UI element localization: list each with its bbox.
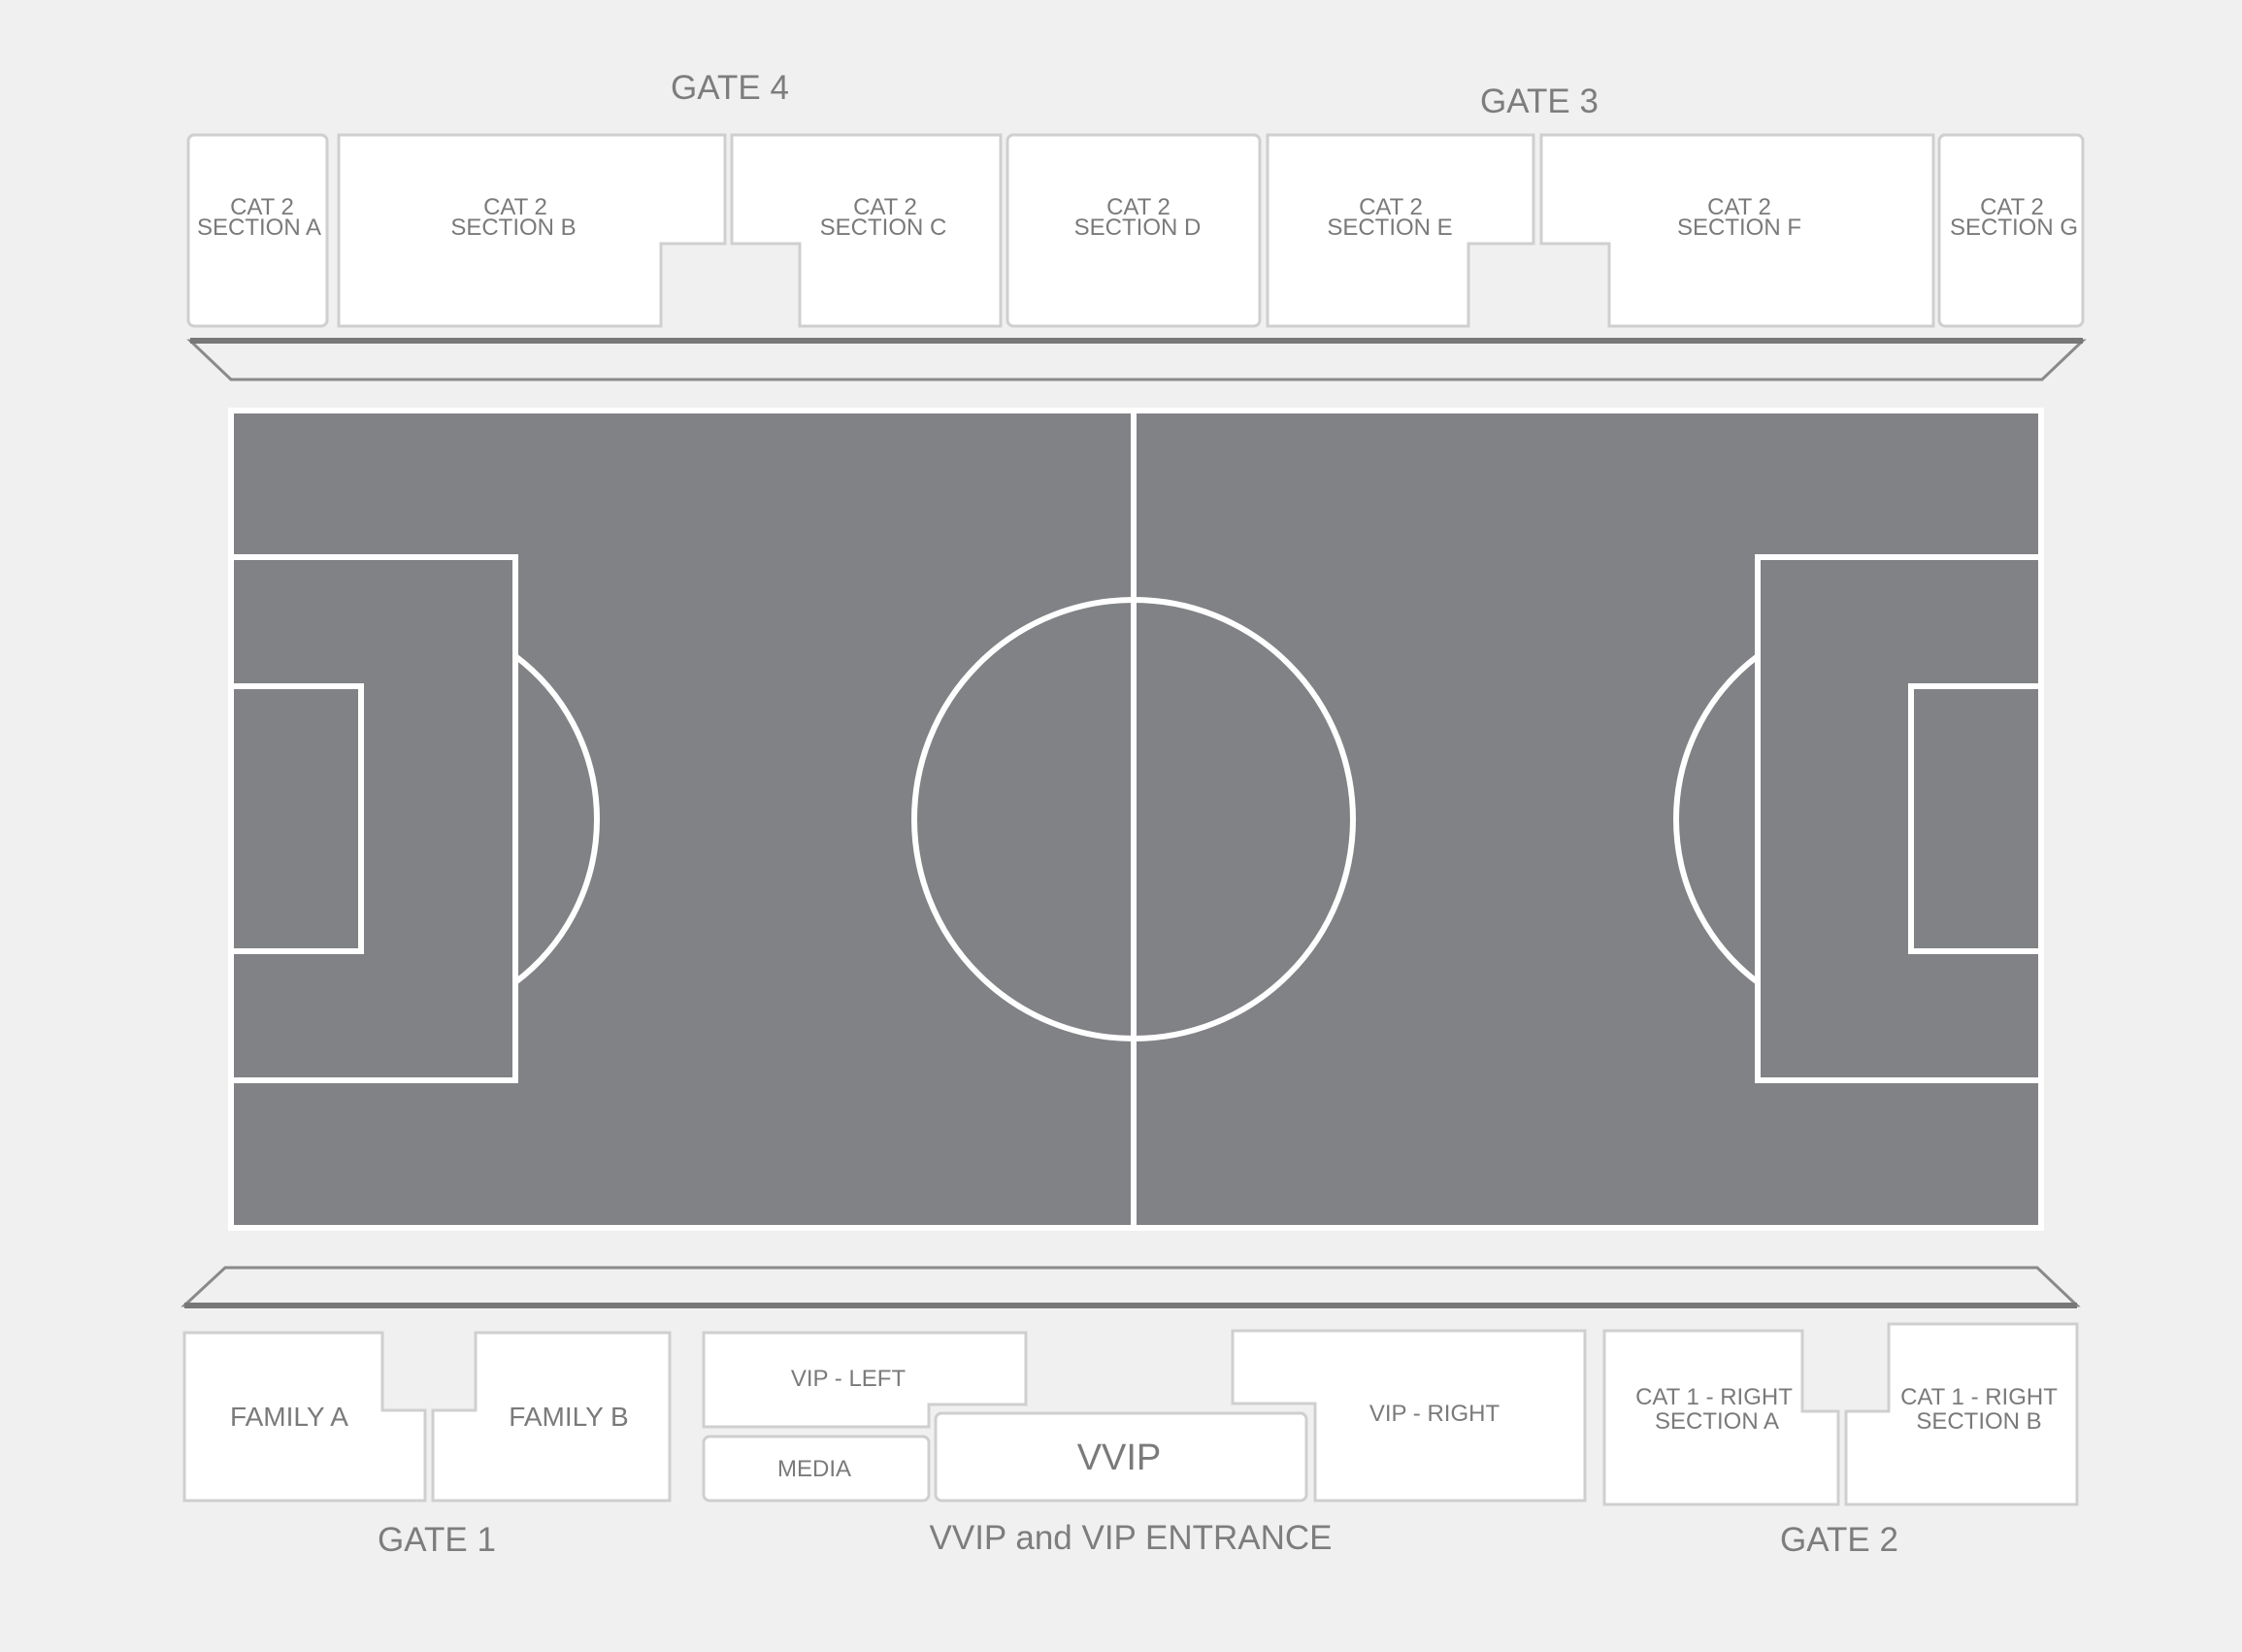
- section-cat2-g-line1: CAT 2: [1980, 194, 2044, 220]
- left-penalty-arc: [513, 653, 600, 985]
- section-family-a-label: FAMILY A: [230, 1402, 348, 1432]
- section-cat1-right-a[interactable]: CAT 1 - RIGHT SECTION A: [1602, 1329, 1840, 1506]
- section-cat2-a-line2: SECTION A: [197, 215, 321, 241]
- section-vip-right-label: VIP - RIGHT: [1369, 1401, 1500, 1427]
- gate-1-label: GATE 1: [378, 1521, 496, 1559]
- section-family-b[interactable]: FAMILY B: [431, 1331, 672, 1503]
- section-cat2-b[interactable]: CAT 2 SECTION B: [337, 133, 727, 328]
- section-family-b-label: FAMILY B: [509, 1402, 628, 1432]
- section-vip-right[interactable]: VIP - RIGHT: [1231, 1329, 1587, 1503]
- section-cat1-right-b-line2: SECTION B: [1916, 1408, 2041, 1435]
- section-cat1-right-b-line1: CAT 1 - RIGHT: [1900, 1384, 2058, 1410]
- section-vip-left[interactable]: VIP - LEFT: [702, 1331, 1028, 1429]
- section-cat2-c-line1: CAT 2: [853, 194, 917, 220]
- right-goal-area: [1908, 683, 2044, 954]
- section-cat2-f-line1: CAT 2: [1707, 194, 1771, 220]
- section-cat2-g[interactable]: CAT 2 SECTION G: [1937, 133, 2085, 328]
- bottom-stand-edge: [181, 1266, 2081, 1308]
- section-cat2-d-line2: SECTION D: [1074, 215, 1202, 241]
- section-cat1-right-a-line1: CAT 1 - RIGHT: [1635, 1384, 1793, 1410]
- section-cat2-b-line1: CAT 2: [483, 194, 547, 220]
- left-goal-area: [228, 683, 364, 954]
- section-vvip-label: VVIP: [1077, 1437, 1162, 1478]
- section-cat2-c[interactable]: CAT 2 SECTION C: [730, 133, 1003, 328]
- section-cat2-d[interactable]: CAT 2 SECTION D: [1006, 133, 1262, 328]
- section-cat2-a-line1: CAT 2: [230, 194, 294, 220]
- football-pitch: [228, 408, 2044, 1231]
- section-cat2-e-line1: CAT 2: [1359, 194, 1423, 220]
- right-penalty-arc: [1673, 653, 1760, 985]
- section-cat2-g-line2: SECTION G: [1950, 215, 2078, 241]
- vvip-vip-entrance-label: VVIP and VIP ENTRANCE: [930, 1519, 1333, 1557]
- gate-4-label: GATE 4: [671, 69, 789, 107]
- section-cat2-d-line1: CAT 2: [1106, 194, 1170, 220]
- section-cat2-a[interactable]: CAT 2 SECTION A: [186, 133, 329, 328]
- section-cat2-f[interactable]: CAT 2 SECTION F: [1539, 133, 1935, 328]
- center-circle: [911, 597, 1356, 1041]
- section-vip-left-label: VIP - LEFT: [791, 1366, 907, 1392]
- section-cat2-c-line2: SECTION C: [820, 215, 947, 241]
- section-cat2-f-line2: SECTION F: [1677, 215, 1801, 241]
- section-media[interactable]: MEDIA: [702, 1435, 931, 1503]
- gate-3-label: GATE 3: [1480, 83, 1599, 120]
- gate-2-label: GATE 2: [1780, 1521, 1898, 1559]
- section-cat2-b-line2: SECTION B: [450, 215, 576, 241]
- top-stand-edge: [186, 338, 2087, 381]
- section-vvip[interactable]: VVIP: [934, 1411, 1308, 1503]
- section-cat1-right-a-line2: SECTION A: [1655, 1408, 1779, 1435]
- section-family-a[interactable]: FAMILY A: [182, 1331, 427, 1503]
- section-cat2-e-line2: SECTION E: [1327, 215, 1452, 241]
- section-cat2-e[interactable]: CAT 2 SECTION E: [1266, 133, 1535, 328]
- section-media-label: MEDIA: [777, 1456, 851, 1482]
- section-cat1-right-b[interactable]: CAT 1 - RIGHT SECTION B: [1844, 1322, 2079, 1506]
